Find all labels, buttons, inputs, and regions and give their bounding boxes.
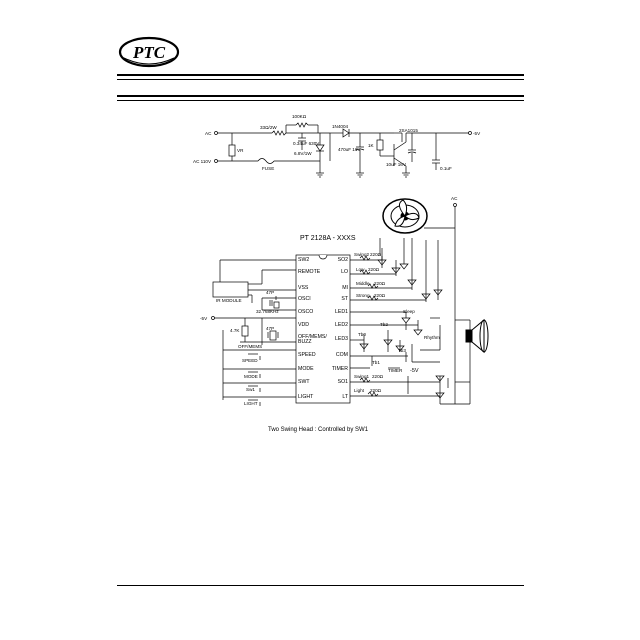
psu-vr-label: VR xyxy=(237,148,244,153)
psu-cap10-label: 10uF 16V xyxy=(386,162,407,167)
chip-right-pin: COM xyxy=(336,352,348,358)
psu-cap470-label: 470uF 16V xyxy=(338,147,361,152)
chip-right-pin: SO2 xyxy=(338,257,348,263)
mode-switch-label: MODE xyxy=(244,374,258,379)
r220-6-label: 220Ω xyxy=(370,388,382,393)
psu-minus5v-label: -5V xyxy=(473,131,481,136)
r220-2-label: 220Ω xyxy=(368,267,380,272)
tb1-label: Tb1 xyxy=(372,360,380,365)
chip-left-pin: OSCI xyxy=(298,296,311,302)
chip-right-pin: LT xyxy=(342,394,348,400)
chip-label: PT 2128A - XXXS xyxy=(300,235,356,242)
chip-left-pin: OSCO xyxy=(298,309,313,315)
sleep-label: Sleep xyxy=(403,309,415,314)
chip-left-pin: REMOTE xyxy=(298,269,321,275)
r220-3-label: 220Ω xyxy=(374,281,386,286)
chip-right-pin: LED1 xyxy=(335,309,348,315)
chip-left-pin: OFF/MEMS/BUZZ xyxy=(298,334,327,345)
chip-right-pin: LO xyxy=(341,269,348,275)
swing2-label: Swing2 xyxy=(354,252,370,257)
chip-right-pin: ST xyxy=(341,296,348,302)
timer-label: TIMER xyxy=(388,368,403,373)
psu-r33-label: 33Ω/2W xyxy=(260,125,277,130)
footer-rule xyxy=(117,585,524,586)
psu-r100k-label: 100KΩ xyxy=(292,114,307,119)
chip-right-pin: TIMER xyxy=(332,366,348,372)
ptc-logo: PTC xyxy=(118,36,180,68)
light-out-label: Light xyxy=(354,388,365,393)
rhythm-label: Rhythm xyxy=(424,335,440,340)
r220-4-label: 220Ω xyxy=(374,293,386,298)
chip-left-pin: LIGHT xyxy=(298,394,314,400)
section-rule-thin xyxy=(117,100,524,101)
left-minus5v-label: -5V xyxy=(200,316,208,321)
right-minus5v-label: -5V xyxy=(410,368,419,374)
tb0-label: Tb0 xyxy=(358,332,366,337)
section-rule xyxy=(117,95,524,97)
psu-cap034-label: 0.34uF 630V xyxy=(293,141,320,146)
diagram-caption: Two Swing Head : Controlled by SW1 xyxy=(268,427,369,433)
swing1-label: Swing1 xyxy=(354,374,370,379)
header-rule-thin xyxy=(117,79,524,80)
middle-label: Middle xyxy=(356,281,370,286)
circuit-schematic: AC AC 110V VR 33Ω/2W 100KΩ 0.34uF 630V 6… xyxy=(193,114,489,406)
psu-cap01-label: 0.1uF xyxy=(440,166,452,171)
speed-switch-label: SPEED xyxy=(242,358,258,363)
light-switch-label: LIGHT xyxy=(244,401,258,406)
psu-r1k-label: 1K xyxy=(368,143,375,148)
psu-diode-label: 1N4004 xyxy=(332,124,349,129)
psu-ac110-label: AC 110V xyxy=(193,159,212,164)
chip-left-pin: SW2 xyxy=(298,257,309,263)
psu-ac-label: AC xyxy=(205,131,212,136)
right-ac-label: AC xyxy=(451,196,458,201)
chip-right-pin: LED2 xyxy=(335,322,348,328)
chip-left-pin: SWT xyxy=(298,379,310,385)
chip-left-pin: SPEED xyxy=(298,352,316,358)
cap-47p-2-label: 47P xyxy=(266,326,274,331)
logo-text: PTC xyxy=(132,43,166,62)
sw1-switch-label: Sw1 xyxy=(246,387,255,392)
chip-right-pin: LED3 xyxy=(335,336,348,342)
low-label: Low xyxy=(356,267,365,272)
off-mems-switch-label: OFF/MEMS xyxy=(238,344,262,349)
chip-left-pin: VDD xyxy=(298,322,309,328)
header-rule xyxy=(117,74,524,76)
chip-left-pin: VSS xyxy=(298,285,309,291)
cap-47p-1-label: 47P xyxy=(266,290,274,295)
chip-right-pin: MI xyxy=(342,285,348,291)
psu-transistor-label: 2SA1015 xyxy=(399,128,418,133)
psu-fuse-label: FUSE xyxy=(262,166,274,171)
tb3-label: Tb3 xyxy=(398,348,406,353)
speaker-symbol xyxy=(465,318,489,354)
tb2-label: Tb2 xyxy=(380,322,388,327)
chip-left-pin: MODE xyxy=(298,366,314,372)
res-47k-label: 4.7K xyxy=(230,328,240,333)
r220-5-label: 220Ω xyxy=(372,374,384,379)
psu-zener-label: 6.8V/1W xyxy=(294,151,312,156)
ir-module-label: IR MODULE xyxy=(216,298,242,303)
crystal-label: 32.768KHz xyxy=(256,309,279,314)
fan-symbol xyxy=(382,198,428,234)
r220-1-label: 220Ω xyxy=(370,252,382,257)
chip-right-pin: SO1 xyxy=(338,379,348,385)
strong-label: Strong xyxy=(356,293,370,298)
